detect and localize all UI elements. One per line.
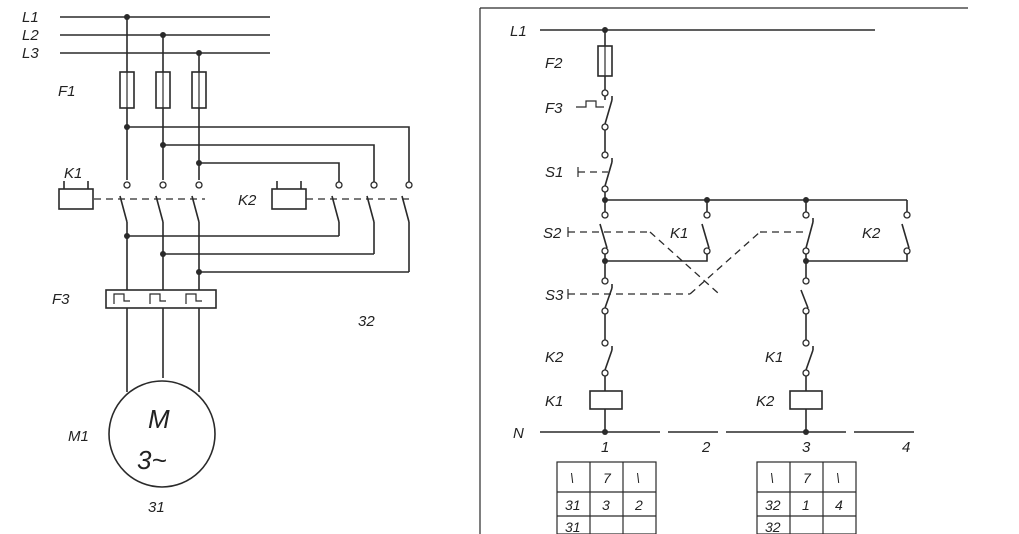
svg-text:\: \ xyxy=(636,470,640,486)
label-k2-interlock: K2 xyxy=(545,349,564,366)
contact-table-k2: \ 7 \ 32 1 4 32 xyxy=(756,461,857,534)
svg-text:7: 7 xyxy=(803,470,812,486)
svg-text:7: 7 xyxy=(603,470,612,486)
svg-text:32: 32 xyxy=(765,519,781,534)
svg-text:\: \ xyxy=(836,470,840,486)
label-l2: L2 xyxy=(22,27,39,44)
svg-text:31: 31 xyxy=(565,519,581,534)
label-l3: L3 xyxy=(22,45,39,62)
label-l1: L1 xyxy=(22,9,39,26)
label-k2-hold: K2 xyxy=(862,225,881,242)
fuse-f1 xyxy=(119,71,207,109)
svg-text:1: 1 xyxy=(802,497,810,513)
coil-k1-control xyxy=(589,390,623,410)
label-f1: F1 xyxy=(58,83,76,100)
contact-table-k1: \ 7 \ 31 3 2 31 xyxy=(556,461,657,534)
label-rail-n: N xyxy=(513,425,524,442)
svg-text:4: 4 xyxy=(835,497,843,513)
label-m1: M1 xyxy=(68,428,89,445)
motor-symbol: M xyxy=(148,404,170,434)
path-number-2: 2 xyxy=(701,439,711,456)
path-number-4: 4 xyxy=(902,439,910,456)
path-number-3: 3 xyxy=(802,439,811,456)
label-f3-contact: F3 xyxy=(545,100,563,117)
label-k1: K1 xyxy=(64,165,82,182)
svg-text:2: 2 xyxy=(634,497,643,513)
svg-text:\: \ xyxy=(570,470,574,486)
label-k1-hold: K1 xyxy=(670,225,688,242)
coil-k2-control xyxy=(789,390,823,410)
svg-text:\: \ xyxy=(770,470,774,486)
label-coil-k2: K2 xyxy=(756,393,775,410)
contactor-k1-contacts xyxy=(119,181,203,223)
motor-type: 3~ xyxy=(137,445,167,475)
label-s2: S2 xyxy=(543,225,562,242)
label-f2: F2 xyxy=(545,55,563,72)
label-k2: K2 xyxy=(238,192,257,209)
path-number-1: 1 xyxy=(601,439,609,456)
label-rail-l1: L1 xyxy=(510,23,527,40)
svg-text:3: 3 xyxy=(602,497,610,513)
contactor-k2-contacts xyxy=(331,181,413,223)
label-k1-interlock: K1 xyxy=(765,349,783,366)
label-s3: S3 xyxy=(545,287,564,304)
motor-ref: 31 xyxy=(148,499,165,516)
coil-k2 xyxy=(271,188,307,210)
label-s1: S1 xyxy=(545,164,563,181)
label-f3: F3 xyxy=(52,291,70,308)
svg-text:31: 31 xyxy=(565,497,581,513)
coil-k1 xyxy=(58,188,94,210)
motor-m1 xyxy=(108,380,216,488)
power-circuit: L1 L2 L3 F1 xyxy=(22,9,413,516)
ref-32: 32 xyxy=(358,313,375,330)
control-circuit: L1 N F2 F3 S1 xyxy=(510,23,920,534)
svg-text:32: 32 xyxy=(765,497,781,513)
label-coil-k1: K1 xyxy=(545,393,563,410)
overload-f3 xyxy=(105,289,217,309)
